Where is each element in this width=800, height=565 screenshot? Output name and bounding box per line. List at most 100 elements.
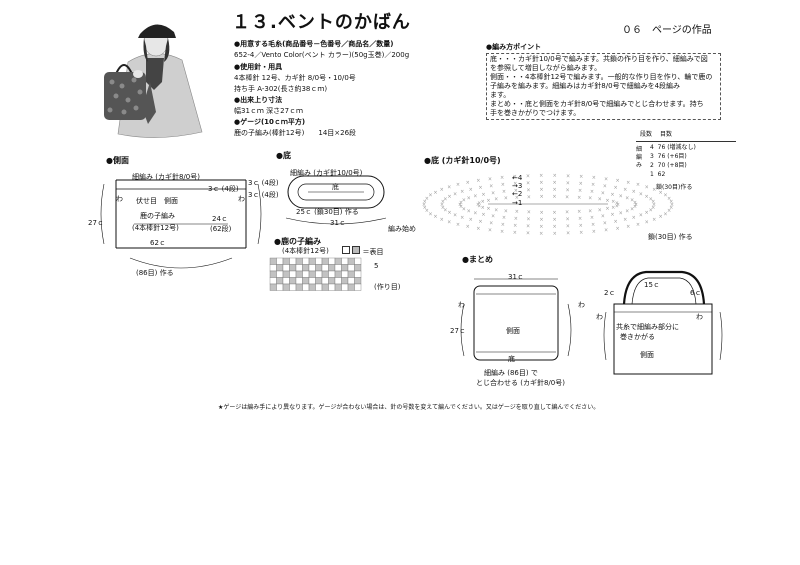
crochet-stitch-mark: × [633, 200, 637, 206]
model-photo [98, 12, 210, 140]
table-row: 3 76 (+6目) [650, 153, 687, 161]
row-marker: ←2 [512, 190, 523, 198]
bottom-chain-label: 25ｃ (鎖30目) 作る [296, 208, 359, 216]
crochet-stitch-mark: × [473, 210, 477, 216]
crochet-stitch-mark: × [491, 214, 495, 220]
kanoko-repeat: 5 [374, 262, 379, 270]
crochet-stitch-mark: × [605, 206, 609, 212]
handle-note-2: 巻きかがる [620, 333, 655, 341]
crochet-stitch-mark: × [588, 208, 592, 214]
kanoko-cell [334, 257, 342, 265]
crochet-stitch-mark: × [447, 220, 451, 226]
crochet-stitch-mark: × [611, 199, 615, 205]
kanoko-cell [328, 270, 336, 278]
kanoko-cell [308, 283, 316, 291]
bottom-center-label: 底 [332, 183, 339, 191]
crochet-stitch-mark: × [526, 217, 530, 223]
side-bind-off: 伏せ目 側面 [136, 197, 178, 205]
crochet-stitch-mark: × [613, 219, 617, 225]
points-line: 底・・・カギ針10/0号で編みます。共鎖の作り目を作り、細編みで図 [490, 55, 708, 63]
crochet-stitch-mark: × [566, 231, 570, 237]
side-heading: ●側面 [106, 156, 129, 165]
bottom-chart-heading: ●底 (カギ針10/0号) [424, 156, 501, 165]
bottom-width: 31ｃ [330, 219, 346, 227]
crochet-stitch-mark: × [644, 194, 648, 200]
side-needle-label: (4本棒針12号) [132, 224, 179, 232]
kanoko-cell [308, 264, 316, 272]
size-line: 幅31ｃｍ 深さ27ｃｍ [234, 107, 304, 115]
kanoko-cell [354, 283, 362, 291]
row-marker: →1 [512, 199, 523, 207]
bottom-band-height-1: 3ｃ (4段) [248, 179, 279, 187]
crochet-stitch-mark: × [469, 217, 473, 223]
crochet-stitch-mark: × [458, 202, 462, 208]
crochet-stitch-mark: × [601, 214, 605, 220]
assembly-fold-left: わ [458, 301, 465, 309]
kanoko-cell [354, 270, 362, 278]
crochet-stitch-mark: × [460, 189, 464, 195]
crochet-stitch-mark: × [565, 194, 569, 200]
crochet-stitch-mark: × [428, 211, 432, 217]
crochet-stitch-mark: × [477, 203, 481, 209]
materials-info: ●用意する毛糸(商品番号－色番号／商品名／数量) 652-4／Vento Col… [234, 40, 484, 138]
crochet-stitch-mark: × [488, 228, 492, 234]
kanoko-cell [341, 277, 349, 285]
crochet-stitch-mark: × [577, 209, 581, 215]
bottom-start-label: 編み始め [388, 225, 416, 233]
crochet-stitch-mark: × [658, 214, 662, 220]
crochet-stitch-mark: × [611, 205, 615, 211]
kanoko-cell [341, 264, 349, 272]
crochet-stitch-mark: × [440, 202, 444, 208]
bottom-diagram [285, 175, 387, 225]
assembly-heading: ●まとめ [462, 255, 493, 264]
kanoko-cell [282, 283, 290, 291]
kanoko-cell [276, 277, 284, 285]
kanoko-cell [302, 264, 310, 272]
kanoko-cell [315, 264, 323, 272]
handle-fold-left: わ [596, 313, 603, 321]
kanoko-cell [276, 264, 284, 272]
kanoko-heading: ●鹿の子編み [274, 237, 321, 246]
crochet-stitch-mark: × [651, 199, 655, 205]
crochet-stitch-mark: × [539, 173, 543, 179]
kanoko-cell [354, 264, 362, 272]
kanoko-cell [295, 283, 303, 291]
crochet-stitch-mark: × [477, 201, 481, 207]
crochet-stitch-mark: × [501, 222, 505, 228]
crochet-stitch-mark: × [504, 208, 508, 214]
crochet-stitch-mark: × [466, 224, 470, 230]
crochet-stitch-mark: × [566, 173, 570, 179]
crochet-stitch-mark: × [491, 190, 495, 196]
crochet-stitch-mark: × [625, 195, 629, 201]
crochet-stitch-mark: × [500, 229, 504, 235]
crochet-stitch-mark: × [481, 199, 485, 205]
kanoko-cell [282, 264, 290, 272]
crochet-stitch-mark: × [667, 196, 671, 202]
side-band-height: 3ｃ (4段) [208, 185, 239, 193]
crochet-stitch-mark: × [481, 212, 485, 218]
row-marker: →3 [512, 182, 523, 190]
row-stitches: 70 (+8目) [657, 162, 687, 169]
crochet-stitch-mark: × [626, 224, 630, 230]
crochet-stitch-mark: × [632, 189, 636, 195]
crochet-stitch-mark: × [459, 204, 463, 210]
crochet-stitch-mark: × [639, 191, 643, 197]
crochet-stitch-mark: × [630, 198, 634, 204]
table-row: 1 62 [650, 171, 665, 179]
crochet-stitch-mark: × [592, 175, 596, 181]
side-body-height: 24ｃ [212, 215, 228, 223]
crochet-stitch-mark: × [610, 212, 614, 218]
crochet-stitch-mark: × [476, 178, 480, 184]
kanoko-cell [341, 270, 349, 278]
kanoko-cell [302, 257, 310, 265]
crochet-stitch-mark: × [486, 206, 490, 212]
points-line: を参照して増目しながら編みます。 [490, 64, 602, 72]
crochet-stitch-mark: × [626, 180, 630, 186]
kanoko-cell [289, 257, 297, 265]
crochet-stitch-mark: × [553, 173, 557, 179]
kanoko-cell [321, 264, 329, 272]
crochet-stitch-mark: × [619, 210, 623, 216]
crochet-stitch-mark: × [649, 197, 653, 203]
crochet-stitch-mark: × [605, 198, 609, 204]
crochet-stitch-mark: × [456, 182, 460, 188]
